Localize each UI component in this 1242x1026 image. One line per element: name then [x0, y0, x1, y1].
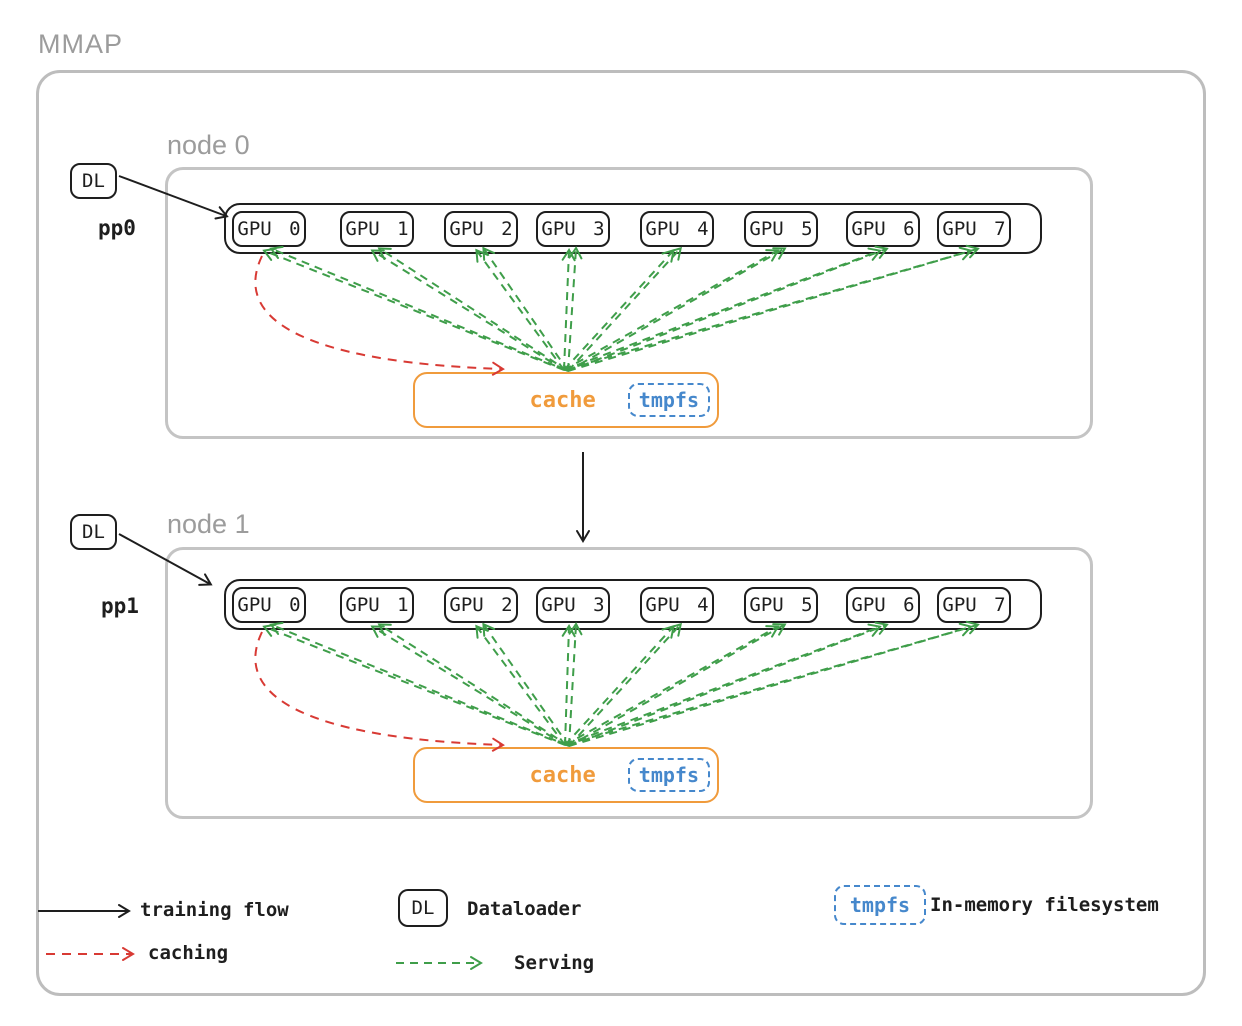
node0-gpu-row: GPU 0 GPU 1 GPU 2 GPU 3 GPU 4 GPU 5 GPU 6 GPU 7: [224, 203, 1042, 254]
gpu-label: GPU 1: [345, 218, 409, 240]
node0-cache-label: cache: [529, 387, 596, 413]
node1-pp-label: pp1: [101, 594, 139, 618]
gpu-box: GPU 0: [232, 587, 306, 623]
gpu-box: GPU 7: [937, 211, 1011, 247]
node1-label: node 1: [167, 509, 250, 539]
legend-dataloader-box: DL: [398, 889, 448, 927]
gpu-label: GPU 4: [645, 594, 709, 616]
gpu-box: GPU 5: [744, 587, 818, 623]
gpu-box: GPU 1: [340, 587, 414, 623]
gpu-label: GPU 3: [541, 594, 605, 616]
gpu-label: GPU 0: [237, 594, 301, 616]
gpu-label: GPU 7: [942, 218, 1006, 240]
node0-dataloader-abbr: DL: [82, 170, 105, 192]
node0-cache-box: cache tmpfs: [413, 372, 719, 428]
gpu-label: GPU 5: [749, 594, 813, 616]
legend-serving-label: Serving: [514, 952, 595, 974]
gpu-box: GPU 4: [640, 587, 714, 623]
gpu-label: GPU 1: [345, 594, 409, 616]
mmap-container-box: [36, 70, 1206, 996]
gpu-box: GPU 1: [340, 211, 414, 247]
legend-training-flow-label: training flow: [140, 899, 289, 921]
gpu-box: GPU 7: [937, 587, 1011, 623]
legend-dataloader-abbr: DL: [411, 897, 435, 919]
node0-label: node 0: [167, 130, 250, 160]
gpu-label: GPU 7: [942, 594, 1006, 616]
gpu-box: GPU 5: [744, 211, 818, 247]
gpu-label: GPU 0: [237, 218, 301, 240]
gpu-label: GPU 2: [449, 594, 513, 616]
gpu-box: GPU 4: [640, 211, 714, 247]
gpu-label: GPU 5: [749, 218, 813, 240]
node1-dataloader-box: DL: [70, 514, 117, 550]
gpu-box: GPU 6: [846, 211, 920, 247]
node1-box: [165, 547, 1093, 819]
gpu-label: GPU 6: [851, 594, 915, 616]
gpu-label: GPU 3: [541, 218, 605, 240]
gpu-label: GPU 4: [645, 218, 709, 240]
gpu-box: GPU 2: [444, 587, 518, 623]
gpu-box: GPU 6: [846, 587, 920, 623]
gpu-box: GPU 2: [444, 211, 518, 247]
legend-dataloader-label: Dataloader: [467, 898, 582, 920]
node1-cache-label: cache: [529, 762, 596, 788]
node0-box: [165, 167, 1093, 439]
gpu-label: GPU 6: [851, 218, 915, 240]
node0-dataloader-box: DL: [70, 163, 117, 199]
node1-tmpfs-box: tmpfs: [627, 758, 710, 792]
node0-tmpfs-box: tmpfs: [627, 383, 710, 417]
gpu-box: GPU 0: [232, 211, 306, 247]
diagram-title: MMAP: [38, 29, 123, 59]
gpu-box: GPU 3: [536, 211, 610, 247]
node0-pp-label: pp0: [98, 216, 136, 240]
legend-in-memory-fs-label: In-memory filesystem: [930, 894, 1159, 916]
legend-caching-label: caching: [148, 942, 229, 964]
node1-dataloader-abbr: DL: [82, 521, 105, 543]
gpu-label: GPU 2: [449, 218, 513, 240]
node1-gpu-row: GPU 0 GPU 1 GPU 2 GPU 3 GPU 4 GPU 5 GPU 6 GPU 7: [224, 579, 1042, 630]
legend-tmpfs-box: tmpfs: [834, 885, 926, 925]
node1-cache-box: cache tmpfs: [413, 747, 719, 803]
gpu-box: GPU 3: [536, 587, 610, 623]
